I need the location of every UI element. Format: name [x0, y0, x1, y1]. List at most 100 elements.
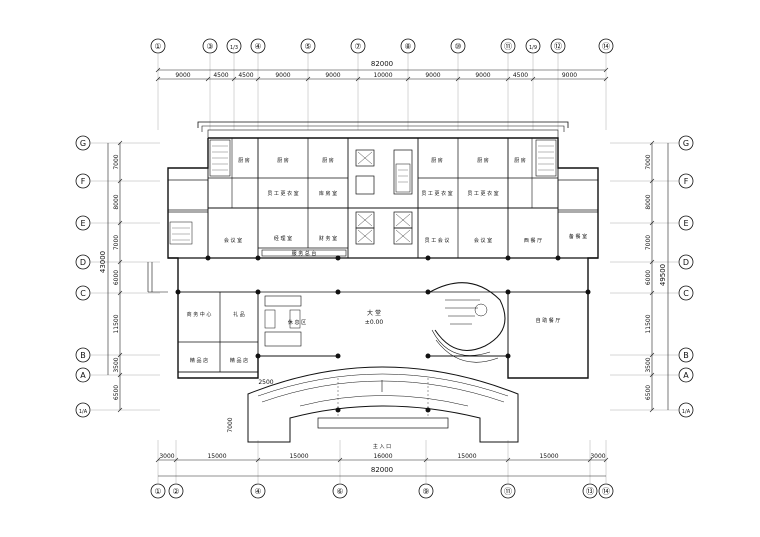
right-row-2: E	[678, 215, 694, 231]
left-row-7: 1/A	[75, 402, 91, 418]
left-row-3: D	[75, 254, 91, 270]
top-seg-tick-5	[355, 76, 361, 82]
prep-room: 备 餐 室	[569, 233, 587, 240]
left-seg-tick-5	[117, 352, 123, 358]
vertical-grid-lines	[157, 54, 607, 483]
top-axis-label: ④	[254, 42, 261, 51]
bottom-seg-tick-5	[505, 457, 511, 463]
left-seg-label-1: 8000	[113, 194, 120, 209]
entrance-depth-dim: 7000	[227, 417, 234, 432]
bottom-axis-2: ④	[250, 483, 266, 499]
column-13	[425, 407, 431, 413]
bottom-axis-label: ⑬	[586, 487, 594, 496]
right-seg-label-3: 6000	[645, 270, 652, 285]
top-axis-label: ⑩	[454, 42, 461, 51]
right-seg-tick-5	[649, 352, 655, 358]
column-3	[505, 255, 511, 261]
kitchen-2: 厨 房	[277, 157, 289, 164]
bottom-axis-3: ⑥	[332, 483, 348, 499]
top-axis-2: 1/3	[226, 38, 242, 54]
left-seg-label-3: 6000	[113, 270, 120, 285]
top-seg-label-8: 4500	[513, 72, 528, 79]
right-row-7: 1/A	[678, 402, 694, 418]
right-seg-tick-6	[649, 372, 655, 378]
right-row-label: B	[683, 351, 689, 360]
top-axis-8: ⑪	[500, 38, 516, 54]
service-desk: 服 务 总 台	[292, 250, 317, 257]
left-seg-label-6: 6500	[113, 385, 120, 400]
left-seg-tick-0	[117, 140, 123, 146]
top-seg-label-5: 10000	[373, 72, 392, 79]
top-total-dim: 82000	[371, 60, 393, 68]
porch-offset-dim: 2500	[258, 379, 273, 386]
lobby-elevation: ±0.00	[365, 319, 384, 326]
top-total-tick-1	[603, 67, 609, 73]
top-axis-5: ⑦	[350, 38, 366, 54]
top-axis-label: 1/3	[230, 45, 238, 51]
meeting-room-r1: 员 工 会 议	[425, 237, 450, 244]
bottom-axis-4: ⑨	[418, 483, 434, 499]
top-seg-label-9: 9000	[562, 72, 577, 79]
column-16	[175, 289, 181, 295]
top-axis-label: ⑦	[354, 42, 361, 51]
top-seg-tick-6	[405, 76, 411, 82]
right-row-label: D	[683, 258, 689, 267]
staff-room-3: 员 工 更 衣 室	[467, 190, 498, 197]
column-8	[255, 353, 261, 359]
top-axis-6: ⑧	[400, 38, 416, 54]
right-row-1: F	[678, 173, 694, 189]
left-row-label: 1/A	[79, 409, 88, 415]
column-11	[505, 353, 511, 359]
meeting-room-left: 会 议 室	[224, 237, 242, 244]
bottom-axis-1: ②	[168, 483, 184, 499]
column-5	[335, 289, 341, 295]
column-2	[425, 255, 431, 261]
left-row-label: A	[80, 371, 86, 380]
kitchen-3: 厨 房	[322, 157, 334, 164]
right-row-label: 1/A	[682, 409, 691, 415]
top-seg-label-6: 9000	[425, 72, 440, 79]
top-seg-label-0: 9000	[175, 72, 190, 79]
left-seg-tick-3	[117, 259, 123, 265]
bottom-total-dim: 82000	[371, 466, 393, 474]
column-1	[335, 255, 341, 261]
top-seg-tick-1	[205, 76, 211, 82]
left-row-label: E	[80, 219, 85, 228]
right-seg-tick-1	[649, 178, 655, 184]
top-axis-10: ⑫	[550, 38, 566, 54]
top-axis-label: ⑪	[504, 42, 512, 51]
bottom-seg-label-2: 15000	[289, 453, 308, 460]
top-axis-7: ⑩	[450, 38, 466, 54]
bottom-axis-label: ②	[172, 487, 179, 496]
top-seg-tick-7	[455, 76, 461, 82]
bottom-axis-label: ⑪	[504, 487, 512, 496]
left-seg-tick-4	[117, 290, 123, 296]
right-row-4: C	[678, 285, 694, 301]
bottom-seg-tick-3	[337, 457, 343, 463]
top-seg-tick-4	[305, 76, 311, 82]
top-seg-label-1: 4500	[213, 72, 228, 79]
left-seg-label-2: 7000	[113, 235, 120, 250]
column-4	[255, 289, 261, 295]
storage-room: 库 房 室	[319, 190, 337, 197]
right-seg-tick-3	[649, 259, 655, 265]
right-seg-label-4: 11500	[645, 314, 652, 333]
bottom-axis-label: ⑥	[336, 487, 343, 496]
top-seg-tick-8	[505, 76, 511, 82]
top-seg-label-4: 9000	[325, 72, 340, 79]
bottom-seg-label-6: 3000	[590, 453, 605, 460]
top-seg-label-7: 9000	[475, 72, 490, 79]
left-row-label: F	[81, 177, 86, 186]
room-labels: 厨 房 厨 房 厨 房 厨 房 厨 房 厨 房 员 工 更 衣 室 库 房 室 …	[187, 157, 587, 450]
lobby-label: 大 堂	[367, 309, 381, 317]
right-seg-label-6: 6500	[645, 385, 652, 400]
left-seg-label-5: 3500	[113, 357, 120, 372]
building-walls	[147, 121, 599, 443]
left-row-0: G	[75, 135, 91, 151]
right-seg-label-2: 7000	[645, 235, 652, 250]
right-seg-label-0: 7000	[645, 154, 652, 169]
